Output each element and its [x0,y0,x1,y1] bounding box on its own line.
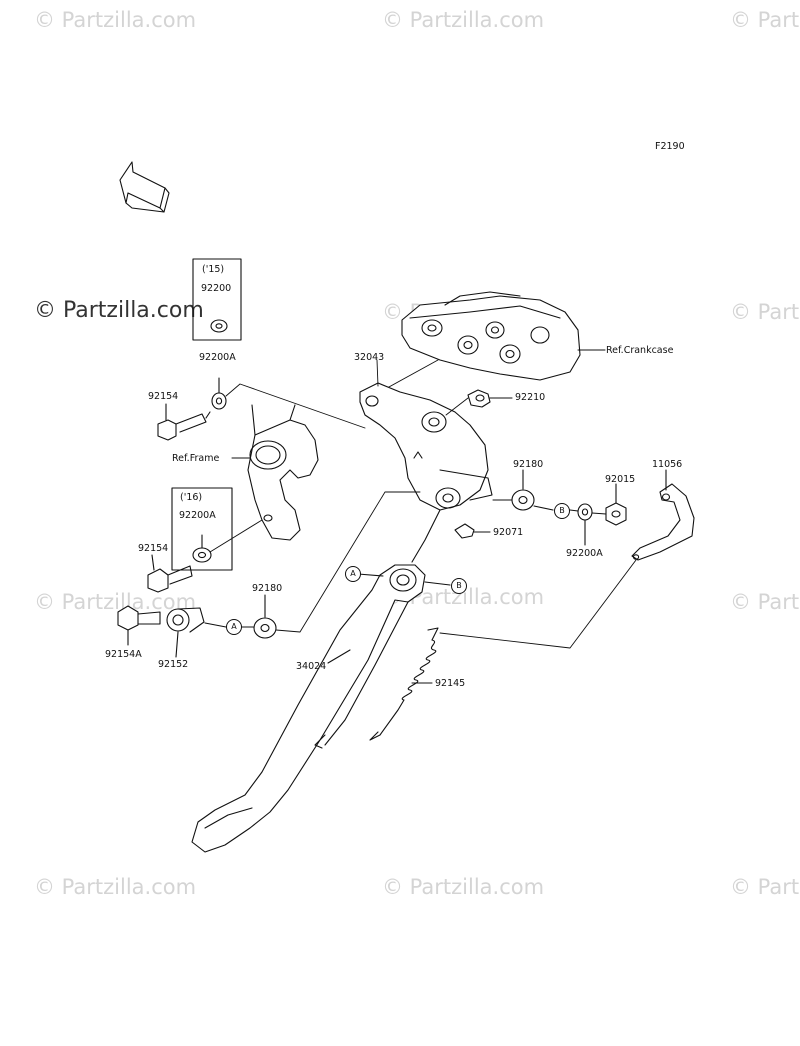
part-label-92015: 92015 [605,474,636,485]
variant-box-16 [171,487,233,571]
part-label-92154-mid: 92154 [138,543,169,554]
part-label-34024: 34024 [296,661,327,672]
variant-year-15: ('15) [202,264,225,275]
watermark: © Partzilla.com [382,8,545,32]
washer-92200A-top-icon [211,392,227,410]
nut-92015-icon [605,502,627,526]
part-label-92154-top: 92154 [148,391,179,402]
bolt-92154-top-icon [157,413,207,441]
part-label-92180-right: 92180 [513,459,544,470]
callout-a-washer: A [226,619,242,635]
frame-icon [247,404,319,541]
figure-code: F2190 [655,141,685,152]
callout-a-stand: A [345,566,361,582]
watermark: © Partzilla.com [730,300,800,324]
crankcase-icon [401,291,581,381]
variant-box-15 [192,258,242,341]
part-label-92154A: 92154A [105,649,142,660]
part-label-11056: 11056 [652,459,683,470]
spring-92145-icon [369,627,439,741]
bolt-92154-mid-icon [147,565,193,593]
washer-92180-left-icon [253,617,277,639]
watermark: © Partzilla.com [730,590,800,614]
variant-year-16: ('16) [180,492,203,503]
front-arrow-icon [119,161,170,213]
ref-crankcase-label: Ref.Crankcase [606,345,674,356]
part-label-92200A-top: 92200A [199,352,236,363]
part-label-92180-left: 92180 [252,583,283,594]
bolt-92154A-icon [117,605,161,631]
side-stand-34024-icon [191,509,441,853]
callout-b-washer: B [554,503,570,519]
watermark: © Partzilla.com [34,8,197,32]
watermark: © Partzilla.com [34,590,197,614]
nut-92210-icon [467,389,491,408]
ref-frame-label: Ref.Frame [172,453,220,464]
part-label-92152: 92152 [158,659,189,670]
part-label-92200A-right: 92200A [566,548,603,559]
part-label-92200: 92200 [201,283,232,294]
watermark: © Partzilla.com [730,8,800,32]
washer-92200A-right-icon [577,503,593,521]
bracket-32043-icon [359,382,493,511]
watermark: © Partzilla.com [382,875,545,899]
washer-92200-icon [210,319,228,333]
part-label-92210: 92210 [515,392,546,403]
part-label-92200A-16: 92200A [179,510,216,521]
collar-92152-icon [166,607,205,633]
part-label-32043: 32043 [354,352,385,363]
watermark: © Partzilla.com [34,875,197,899]
callout-b-stand: B [451,578,467,594]
partzilla-logo-text: © Partzilla.com [34,298,204,323]
rubber-92071-icon [454,523,475,539]
watermark: © Partzilla.com [730,875,800,899]
part-label-92071: 92071 [493,527,524,538]
washer-92180-right-icon [511,489,535,511]
switch-bracket-11056-icon [631,483,695,561]
washer-92200A-icon [192,547,212,563]
part-label-92145: 92145 [435,678,466,689]
